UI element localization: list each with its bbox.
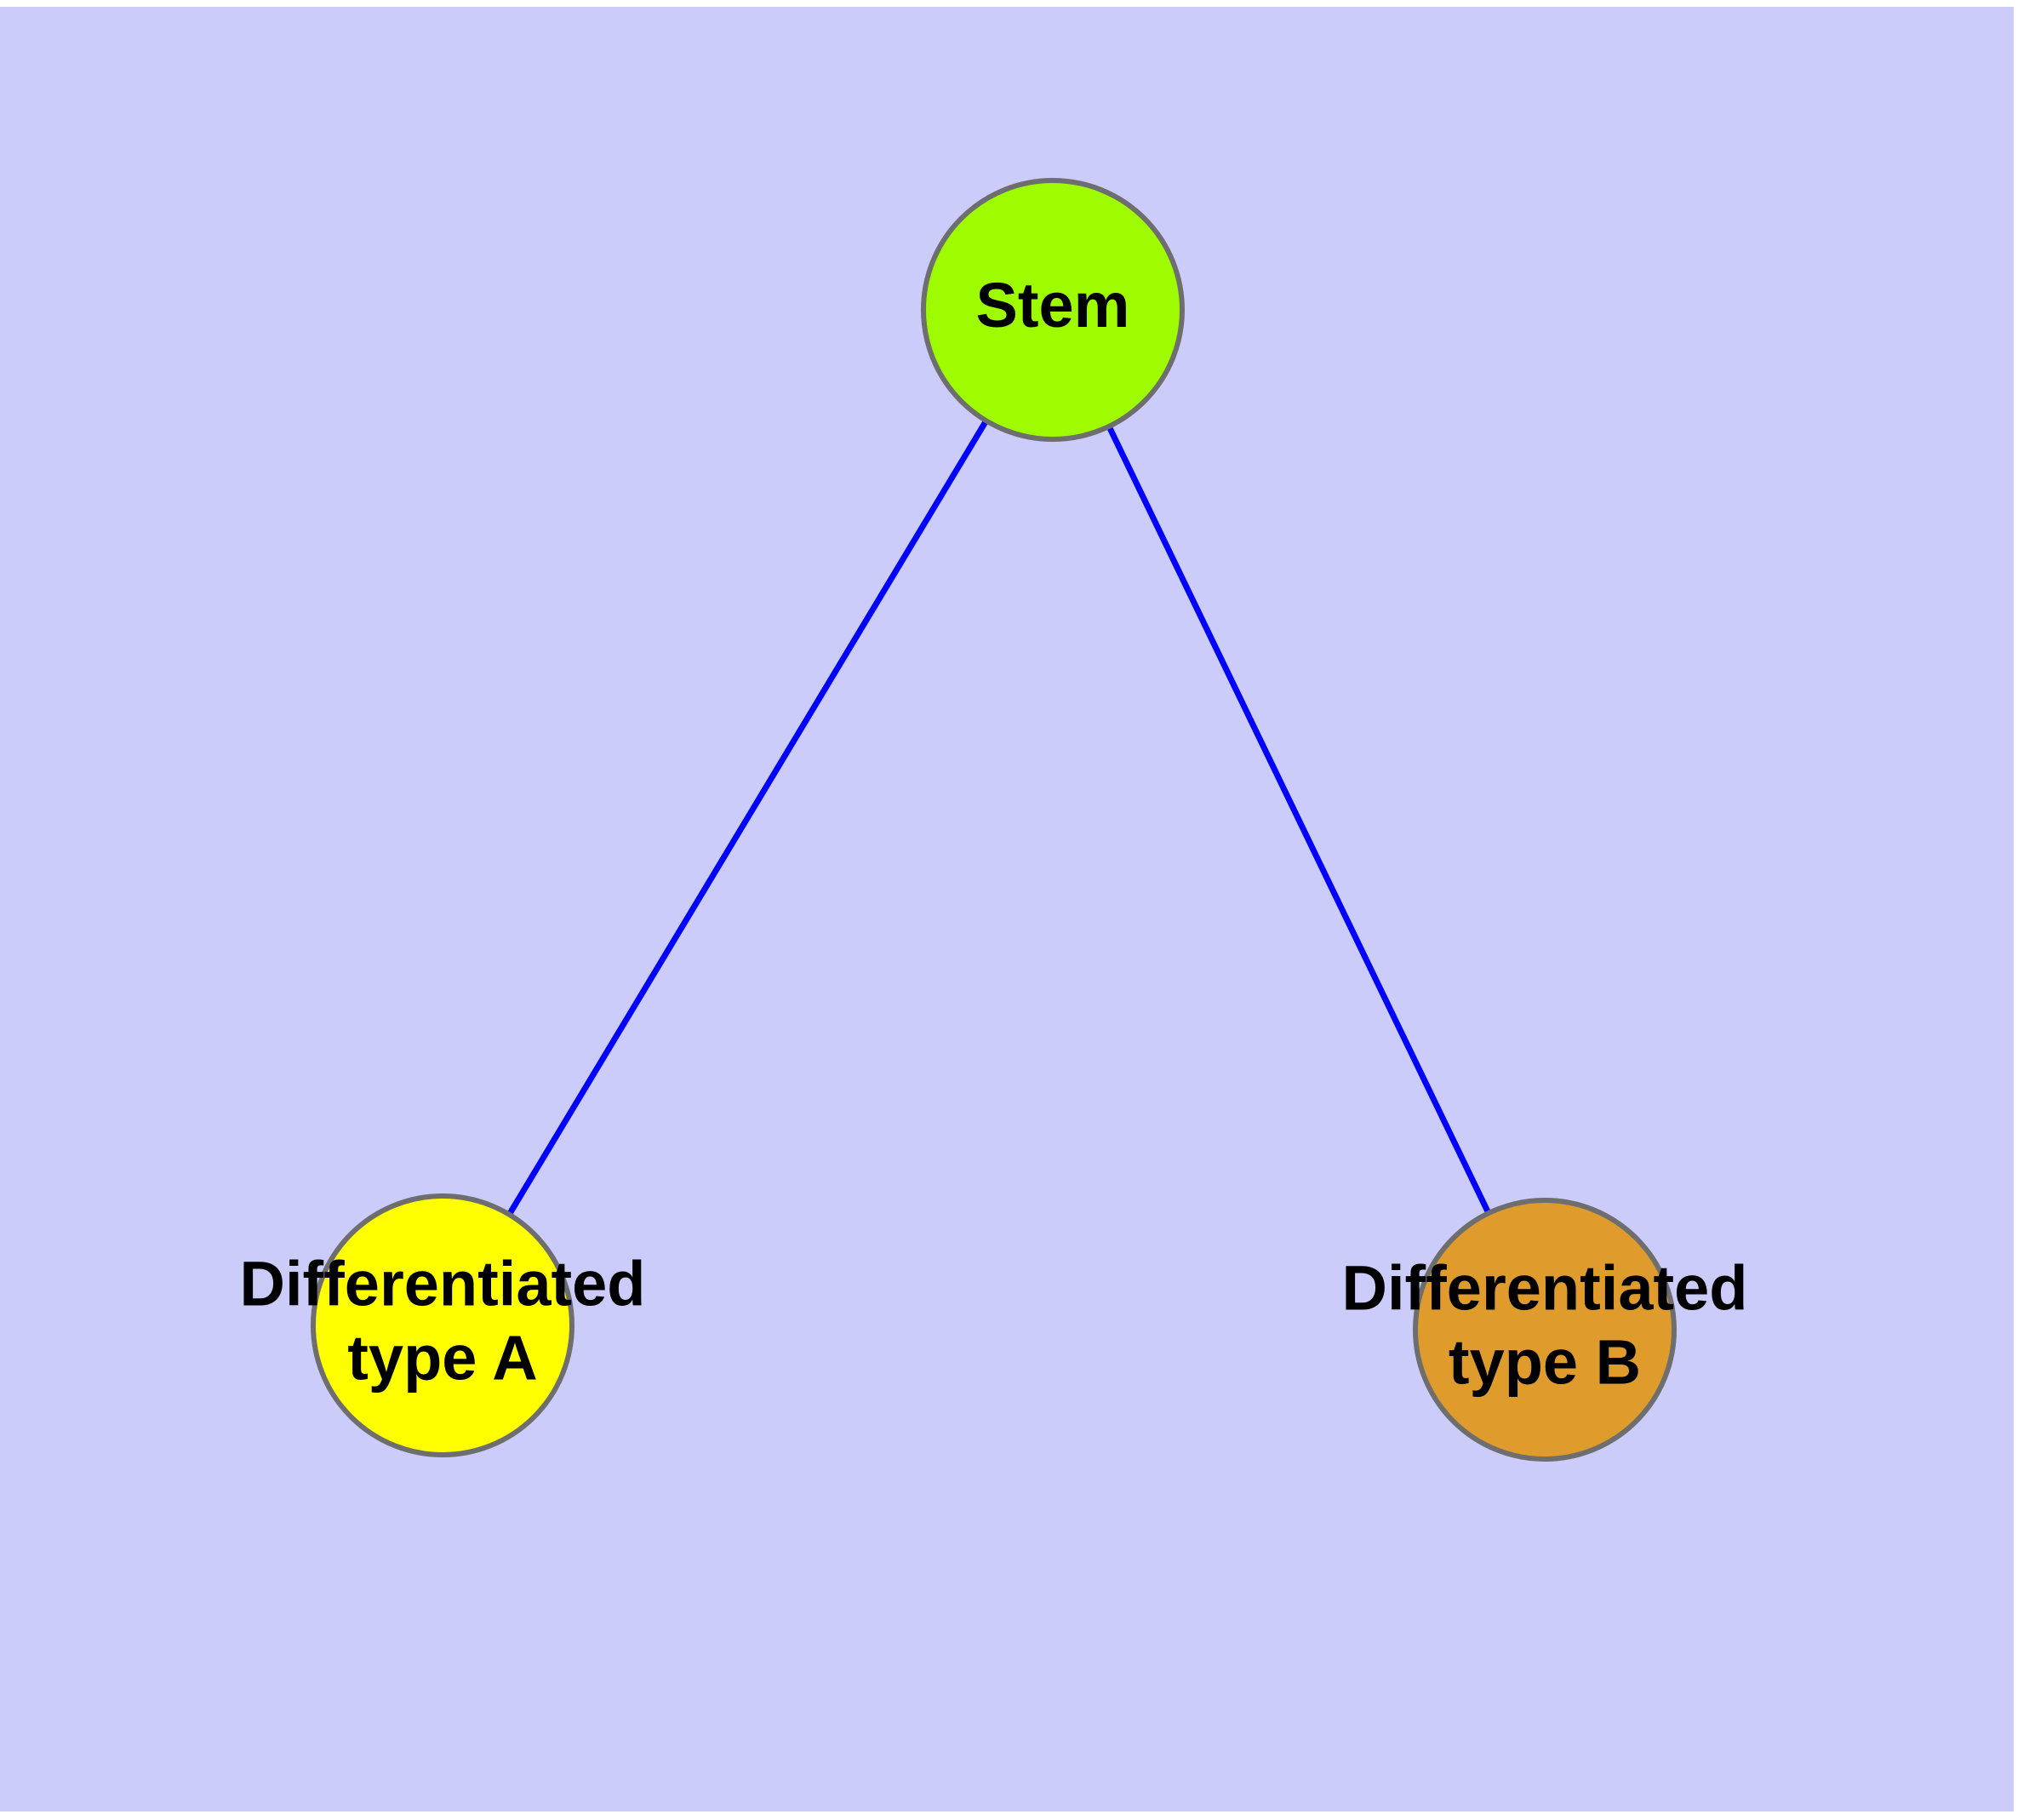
node-label-line: Differentiated <box>240 1248 646 1319</box>
node-label-line: type B <box>1449 1326 1641 1397</box>
node-stem[interactable]: Stem <box>921 178 1185 442</box>
node-label-line: type A <box>347 1322 537 1393</box>
edge-stem-to-diff_b[interactable] <box>1049 308 1548 1331</box>
node-circle-diff_b[interactable] <box>1413 1198 1677 1462</box>
node-label-line: Stem <box>976 270 1130 341</box>
node-circle-diff_a[interactable] <box>311 1193 574 1457</box>
node-circle-stem[interactable] <box>921 178 1185 442</box>
edge-stem-to-diff_a[interactable] <box>440 308 1055 1327</box>
node-label-stem: Stem <box>976 270 1130 341</box>
edges-layer <box>440 308 1548 1331</box>
node-label-line: Differentiated <box>1342 1252 1748 1323</box>
